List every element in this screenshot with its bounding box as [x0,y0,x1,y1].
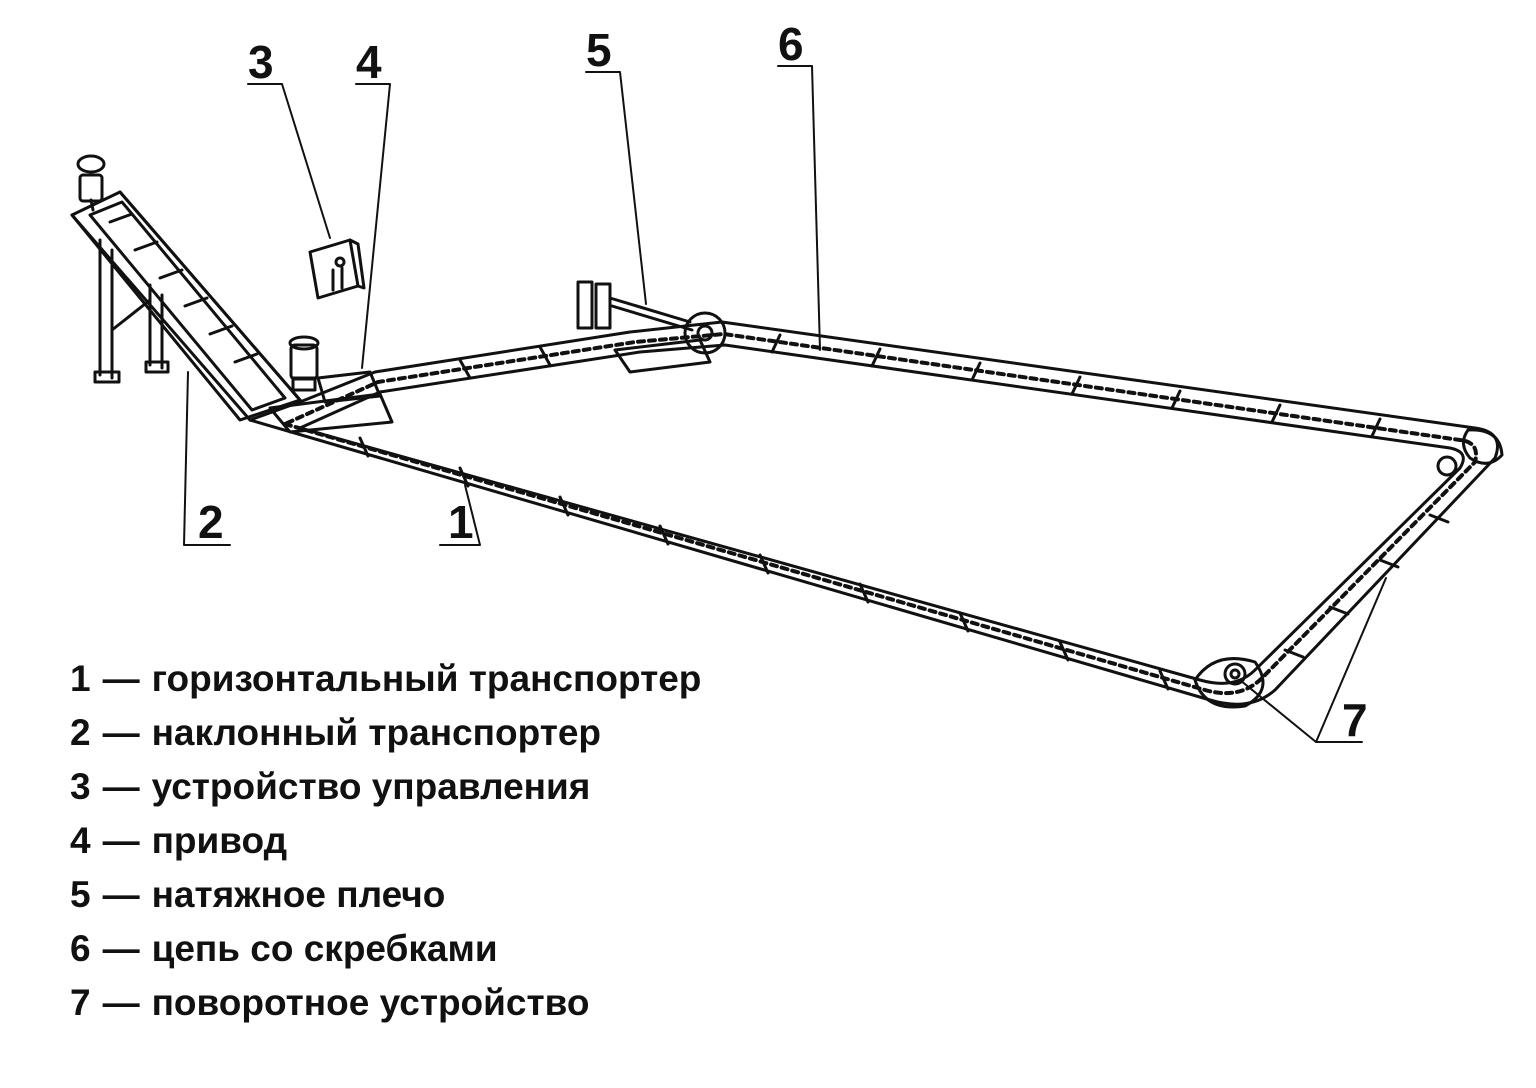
inclined-conveyor [70,154,302,422]
legend-number: 7 [70,982,91,1023]
legend-number: 2 [70,712,91,753]
legend-separator: — [102,982,140,1023]
horizontal-conveyor-inner [298,343,1465,685]
legend-number: 5 [70,874,91,915]
scrapers-right [1283,513,1450,659]
legend: 1 — горизонтальный транспортер 2 — наклонный… [70,652,701,1030]
legend-label: цепь со скребками [151,928,498,969]
control-device [308,238,366,300]
legend-label: наклонный транспортер [151,712,601,753]
callout-number-6: 6 [778,18,804,70]
callout-number-5: 5 [586,24,612,76]
legend-label: устройство управления [151,766,591,807]
callout-number-3: 3 [248,36,274,88]
scrapers-back [458,333,1382,438]
legend-number: 6 [70,928,91,969]
legend-separator: — [102,820,140,861]
legend-item: 4 — привод [70,814,701,868]
leader-lines [183,65,1387,743]
horizontal-conveyor-outer [248,320,1499,706]
legend-label: натяжное плечо [151,874,446,915]
inclined-conveyor-scrapers [108,212,259,364]
turning-device-back [1436,428,1504,477]
legend-item: 3 — устройство управления [70,760,701,814]
callout-number-4: 4 [356,36,382,88]
legend-label: горизонтальный транспортер [151,658,702,699]
callout-number-1: 1 [448,496,474,548]
legend-label: поворотное устройство [151,982,590,1023]
legend-item: 7 — поворотное устройство [70,976,701,1030]
callout-number-7: 7 [1342,694,1368,746]
legend-item: 2 — наклонный транспортер [70,706,701,760]
legend-item: 1 — горизонтальный транспортер [70,652,701,706]
turning-device-front [1193,657,1265,709]
legend-label: привод [151,820,288,861]
legend-separator: — [102,766,140,807]
scrapers-front [358,436,1170,691]
callout-number-2: 2 [198,496,224,548]
legend-separator: — [102,658,140,699]
tensioning-arm [576,280,712,374]
legend-number: 4 [70,820,91,861]
legend-item: 6 — цепь со скребками [70,922,701,976]
legend-number: 1 [70,658,91,699]
legend-separator: — [102,874,140,915]
legend-item: 5 — натяжное плечо [70,868,701,922]
legend-number: 3 [70,766,91,807]
legend-separator: — [102,712,140,753]
legend-separator: — [102,928,140,969]
drive-unit [268,335,394,434]
